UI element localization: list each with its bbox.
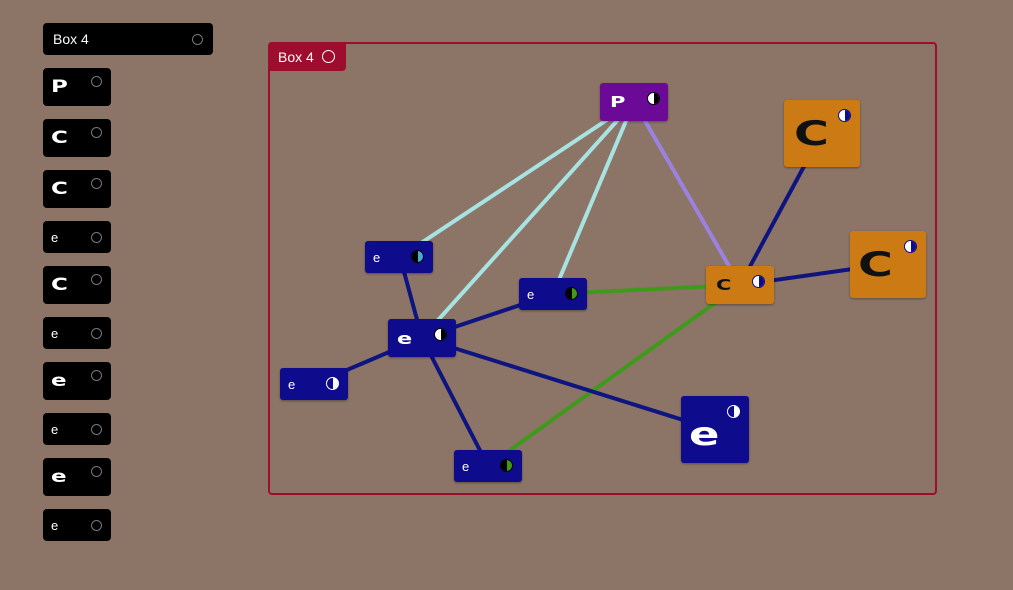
- node-label: e: [689, 414, 720, 453]
- half-circle-icon[interactable]: [411, 250, 424, 263]
- node-label: e: [373, 249, 381, 265]
- edge-e-hub-e-small-4: [420, 336, 490, 468]
- node-e-large[interactable]: e: [681, 396, 749, 463]
- sidebar-item-e[interactable]: e: [43, 317, 111, 349]
- node-c-large[interactable]: C: [784, 100, 860, 167]
- toggle-circle-icon[interactable]: [91, 75, 102, 87]
- edge-p-e-hub: [420, 100, 636, 340]
- toggle-circle-icon[interactable]: [91, 423, 102, 435]
- sidebar-header[interactable]: Box 4: [43, 23, 213, 55]
- sidebar-item-label: C: [51, 275, 68, 295]
- sidebar-item-c[interactable]: C: [43, 170, 111, 208]
- node-e-small[interactable]: e: [519, 278, 587, 310]
- node-e-small[interactable]: e: [280, 368, 348, 400]
- sidebar-item-e[interactable]: e: [43, 509, 111, 541]
- toggle-circle-icon[interactable]: [321, 50, 335, 63]
- toggle-circle-icon[interactable]: [91, 273, 102, 285]
- sidebar-item-e[interactable]: e: [43, 221, 111, 253]
- node-c[interactable]: C: [706, 266, 774, 304]
- box-title: Box 4: [278, 48, 314, 65]
- sidebar-item-label: e: [51, 517, 59, 533]
- sidebar-item-label: P: [51, 77, 68, 97]
- node-label: P: [610, 93, 626, 111]
- sidebar-item-e[interactable]: e: [43, 458, 111, 496]
- half-circle-icon[interactable]: [565, 287, 578, 300]
- node-label: C: [716, 276, 732, 294]
- sidebar-item-c[interactable]: C: [43, 266, 111, 304]
- half-circle-icon[interactable]: [727, 405, 740, 418]
- node-e-hub[interactable]: e: [388, 319, 456, 357]
- sidebar-item-p[interactable]: P: [43, 68, 111, 106]
- sidebar-item-label: e: [51, 325, 59, 341]
- node-label: e: [288, 376, 296, 392]
- toggle-circle-icon[interactable]: [192, 33, 203, 45]
- half-circle-icon[interactable]: [500, 459, 513, 472]
- box-title-tab[interactable]: Box 4: [268, 42, 346, 71]
- half-circle-icon[interactable]: [434, 328, 447, 341]
- node-c-large[interactable]: C: [850, 231, 926, 298]
- sidebar-item-label: C: [51, 128, 68, 148]
- toggle-circle-icon[interactable]: [91, 369, 102, 381]
- node-label: C: [858, 244, 893, 285]
- box-frame[interactable]: [268, 42, 937, 495]
- sidebar-item-label: e: [51, 467, 67, 487]
- half-circle-icon[interactable]: [752, 275, 765, 288]
- sidebar-item-c[interactable]: C: [43, 119, 111, 157]
- sidebar-item-e[interactable]: e: [43, 362, 111, 400]
- toggle-circle-icon[interactable]: [91, 519, 102, 531]
- node-e-small[interactable]: e: [454, 450, 522, 482]
- half-circle-icon[interactable]: [838, 109, 851, 122]
- half-circle-icon[interactable]: [326, 377, 339, 390]
- edge-p-e-small-1: [398, 100, 636, 259]
- edge-p-c-mid: [632, 100, 742, 287]
- node-label: C: [794, 113, 829, 154]
- node-label: e: [462, 458, 470, 474]
- toggle-circle-icon[interactable]: [91, 465, 102, 477]
- sidebar-item-label: e: [51, 371, 67, 391]
- toggle-circle-icon[interactable]: [91, 126, 102, 138]
- toggle-circle-icon[interactable]: [91, 231, 102, 243]
- edge-e-hub-e-big: [420, 336, 717, 432]
- node-e-small[interactable]: e: [365, 241, 433, 273]
- edge-e-small-4-c-mid: [486, 283, 742, 468]
- toggle-circle-icon[interactable]: [91, 177, 102, 189]
- sidebar-item-label: C: [51, 179, 68, 199]
- node-label: e: [397, 328, 413, 348]
- edge-p-e-small-2: [551, 100, 636, 296]
- toggle-circle-icon[interactable]: [91, 327, 102, 339]
- sidebar-item-label: e: [51, 421, 59, 437]
- node-p[interactable]: P: [600, 83, 668, 121]
- half-circle-icon[interactable]: [647, 92, 660, 105]
- sidebar-item-e[interactable]: e: [43, 413, 111, 445]
- half-circle-icon[interactable]: [904, 240, 917, 253]
- node-label: e: [527, 286, 535, 302]
- sidebar-header-label: Box 4: [53, 31, 89, 47]
- sidebar-item-label: e: [51, 229, 59, 245]
